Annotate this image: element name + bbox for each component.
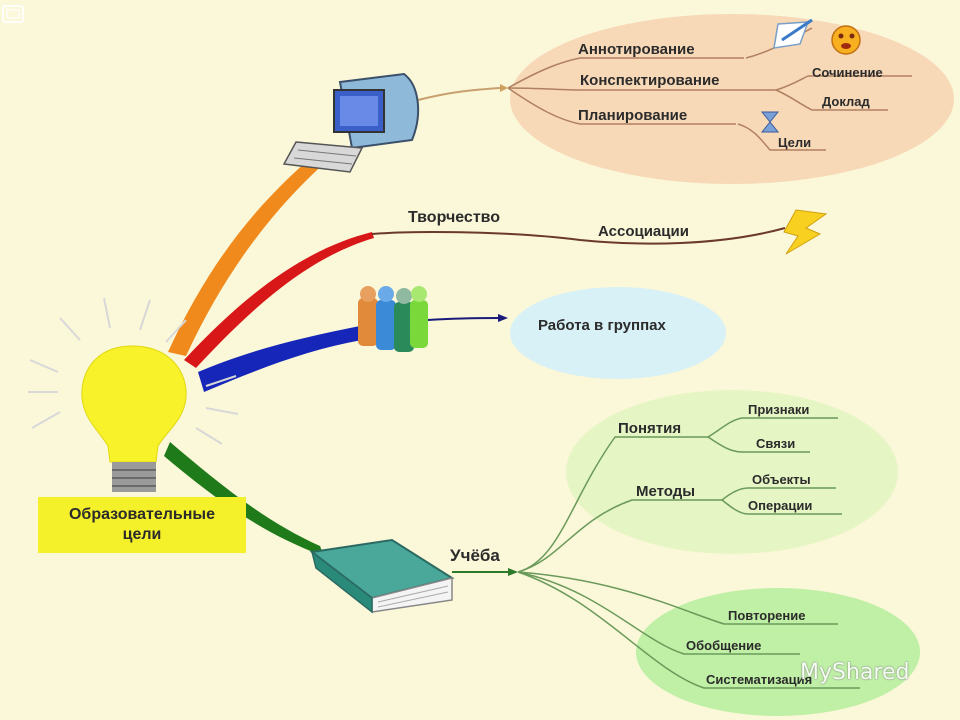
smiley-icon xyxy=(831,25,861,55)
node-creativity: Творчество xyxy=(408,209,501,226)
computer-icon xyxy=(282,72,420,173)
central-goal-line2: цели xyxy=(122,526,162,543)
node-repetition: Повторение xyxy=(728,608,806,623)
node-attributes: Признаки xyxy=(748,402,810,417)
node-abstracting: Конспектирование xyxy=(580,72,720,89)
central-goal-label: Образовательные цели xyxy=(38,497,246,553)
connector-groups xyxy=(427,317,501,321)
node-systematization: Систематизация xyxy=(706,672,813,687)
node-study: Учёба xyxy=(450,546,500,565)
pen-paper-icon xyxy=(773,18,813,49)
branch-red xyxy=(184,232,374,368)
study-concepts-bubble xyxy=(566,390,898,554)
groups-bubble xyxy=(510,287,726,379)
node-group-work: Работа в группах xyxy=(538,317,666,334)
node-planning: Планирование xyxy=(578,107,688,124)
node-methods: Методы xyxy=(636,483,696,500)
node-goals: Цели xyxy=(778,135,812,150)
branch-orange xyxy=(168,150,328,356)
branch-blue xyxy=(198,326,362,392)
book-icon xyxy=(309,538,455,614)
connector-computer xyxy=(417,87,501,101)
hourglass-icon xyxy=(760,111,780,133)
connector-creativity xyxy=(371,227,786,245)
lightbulb-icon xyxy=(28,297,239,492)
node-objects: Объекты xyxy=(752,472,811,487)
node-operations: Операции xyxy=(748,498,813,513)
node-associations: Ассоциации xyxy=(598,223,689,240)
research-bubble xyxy=(510,14,954,184)
node-concepts: Понятия xyxy=(618,420,682,437)
node-essay: Сочинение xyxy=(812,65,883,80)
watermark: MyShared xyxy=(800,660,910,685)
people-icon xyxy=(358,286,428,352)
node-annotation: Аннотирование xyxy=(578,41,695,58)
node-links: Связи xyxy=(756,436,796,451)
branch-green xyxy=(164,442,324,556)
watermark-icon xyxy=(2,5,24,23)
study-review-bubble xyxy=(636,588,920,716)
lightning-icon xyxy=(783,209,828,255)
central-goal-line1: Образовательные xyxy=(68,506,215,523)
node-generalization: Обобщение xyxy=(686,638,762,653)
node-report: Доклад xyxy=(822,94,870,109)
